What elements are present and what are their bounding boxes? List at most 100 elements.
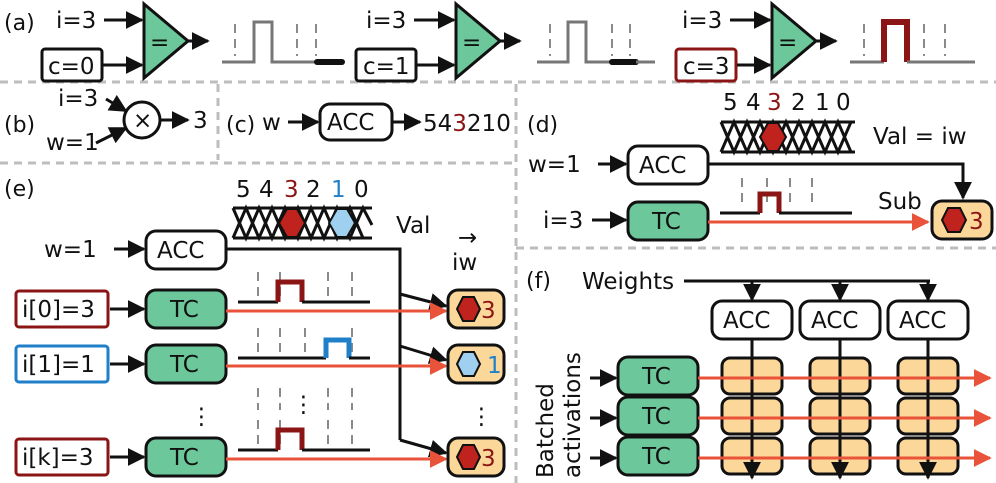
svg-text:TC: TC bbox=[169, 445, 199, 471]
stage-1: i=3 c=0 = bbox=[40, 0, 345, 83]
svg-text:4: 4 bbox=[259, 177, 274, 203]
d-highlight-hex bbox=[758, 122, 788, 152]
panel-b-label: (b) bbox=[4, 113, 35, 138]
svg-text:0: 0 bbox=[836, 90, 851, 116]
comparator-2 bbox=[454, 0, 503, 82]
f-tc-column: TC TC TC bbox=[616, 355, 700, 477]
e-w: w=1 bbox=[44, 237, 97, 263]
b-w: w=1 bbox=[46, 130, 99, 156]
e-iw: iw bbox=[452, 250, 477, 276]
e-bus bbox=[231, 204, 374, 242]
b-out: 3 bbox=[193, 108, 208, 134]
f-tc-2 bbox=[616, 395, 700, 437]
stage-2-i: i=3 bbox=[366, 8, 406, 34]
d-bus bbox=[719, 118, 855, 156]
stage-2-c-box bbox=[354, 47, 418, 83]
d-w: w=1 bbox=[528, 152, 581, 178]
d-sub: Sub bbox=[878, 189, 922, 215]
d-val-eq: Val = iw bbox=[873, 124, 967, 150]
f-tc-1 bbox=[616, 355, 700, 397]
svg-text:1: 1 bbox=[487, 353, 502, 379]
svg-text:4: 4 bbox=[746, 90, 761, 116]
c-sequence: 543210 bbox=[423, 111, 511, 137]
panel-f-label: (f) bbox=[526, 269, 551, 294]
e-input-k bbox=[14, 437, 110, 477]
comparator-2-symbol: = bbox=[462, 30, 481, 56]
e-acc-label: ACC bbox=[157, 238, 204, 264]
d-out: 3 bbox=[969, 209, 984, 235]
f-weights: Weights bbox=[582, 269, 674, 295]
stage-3-c: c=3 bbox=[683, 54, 730, 80]
e-tc-1 bbox=[144, 343, 228, 385]
f-activations: activations bbox=[560, 352, 586, 478]
c-acc-label: ACC bbox=[327, 110, 374, 136]
svg-text:1: 1 bbox=[815, 90, 830, 116]
e-dots-3: ⋮ bbox=[470, 404, 493, 430]
e-tc-k bbox=[144, 436, 228, 478]
svg-text:0: 0 bbox=[354, 177, 369, 203]
svg-text:TC: TC bbox=[641, 404, 671, 430]
e-blue-hex bbox=[327, 208, 357, 238]
e-input-1 bbox=[14, 344, 110, 384]
svg-text:TC: TC bbox=[641, 444, 671, 470]
d-acc-label: ACC bbox=[639, 153, 686, 179]
svg-text:ACC: ACC bbox=[899, 308, 946, 334]
e-row-k: i[k]=3 TC 3 bbox=[14, 420, 506, 478]
b-i: i=3 bbox=[58, 86, 98, 112]
e-row-1: i[1]=1 TC 1 bbox=[14, 328, 506, 385]
stage-3-c-box bbox=[674, 47, 738, 83]
d-waveform bbox=[720, 178, 852, 215]
svg-text:2: 2 bbox=[306, 177, 321, 203]
stage-2-waveform bbox=[537, 20, 655, 65]
e-row-0: i[0]=3 TC 3 bbox=[14, 272, 506, 330]
comparator-3-symbol: = bbox=[778, 30, 797, 56]
b-op: × bbox=[133, 108, 152, 134]
svg-text:TC: TC bbox=[169, 352, 199, 378]
svg-text:ACC: ACC bbox=[811, 308, 858, 334]
svg-text:5: 5 bbox=[723, 90, 738, 116]
svg-text:i[0]=3: i[0]=3 bbox=[22, 297, 95, 323]
e-red-hex bbox=[277, 208, 307, 238]
stage-1-i: i=3 bbox=[56, 8, 96, 34]
svg-text:i[k]=3: i[k]=3 bbox=[22, 445, 94, 471]
e-val: Val bbox=[396, 213, 430, 239]
comparator-3 bbox=[770, 0, 819, 82]
e-dots-1: ⋮ bbox=[190, 404, 213, 430]
e-counts: 5 4 3 2 1 0 bbox=[236, 177, 369, 203]
panel-e-label: (e) bbox=[4, 177, 35, 202]
svg-text:i[1]=1: i[1]=1 bbox=[22, 352, 95, 378]
f-batched: Batched bbox=[533, 383, 559, 478]
d-sub-hex bbox=[940, 207, 968, 233]
svg-text:2: 2 bbox=[791, 90, 806, 116]
c-w: w bbox=[262, 110, 281, 136]
svg-text:TC: TC bbox=[641, 364, 671, 390]
stage-3-i: i=3 bbox=[682, 8, 722, 34]
panel-a-label: (a) bbox=[4, 11, 35, 36]
comparator-1 bbox=[142, 0, 191, 82]
stage-2: i=3 c=1 = bbox=[354, 0, 655, 83]
svg-text:TC: TC bbox=[169, 297, 199, 323]
svg-text:5: 5 bbox=[236, 177, 251, 203]
svg-text:3: 3 bbox=[481, 298, 496, 324]
svg-text:1: 1 bbox=[331, 177, 346, 203]
e-dots-2: ⋮ bbox=[292, 392, 315, 418]
e-tc-0 bbox=[144, 288, 228, 330]
stage-3-waveform bbox=[850, 19, 975, 64]
stage-1-waveform bbox=[222, 20, 345, 65]
d-counts: 5 4 3 2 1 0 bbox=[723, 90, 851, 116]
f-acc-row: ACC ACC ACC bbox=[710, 299, 970, 341]
e-arrow: → bbox=[458, 225, 477, 251]
stage-3: i=3 c=3 = bbox=[674, 0, 975, 83]
d-tc-label: TC bbox=[651, 209, 681, 235]
stage-1-c: c=0 bbox=[48, 54, 95, 80]
svg-text:3: 3 bbox=[767, 90, 782, 116]
e-input-0 bbox=[14, 289, 110, 329]
stage-1-c-box bbox=[40, 47, 104, 83]
svg-text:3: 3 bbox=[481, 446, 496, 472]
f-tc-3 bbox=[616, 435, 700, 477]
svg-text:ACC: ACC bbox=[723, 308, 770, 334]
panel-d-label: (d) bbox=[527, 113, 558, 138]
d-i: i=3 bbox=[543, 208, 583, 234]
comparator-1-symbol: = bbox=[150, 30, 169, 56]
